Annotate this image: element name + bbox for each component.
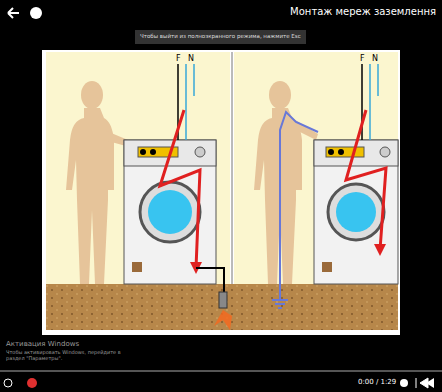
ground-symbol [272,300,288,308]
wire-label: F [176,54,181,63]
washer-left [124,140,216,284]
image-frame [42,50,400,335]
fault-current [160,110,200,268]
wire-label: F [360,54,365,63]
fault-current [346,110,386,250]
video-title: Монтаж мереж заземлення [290,6,436,18]
supply-wires [362,64,378,140]
fullscreen-notice: Чтобы выйти из полноэкранного режима, на… [140,33,301,39]
record-icon [27,378,37,388]
back-icon [8,8,19,18]
body-current [280,112,318,300]
watermark-title: Активация Windows [6,340,79,348]
notice-box [135,30,306,44]
rewind-icon [426,378,434,388]
earth-rod [219,292,227,308]
left-panel [46,52,230,284]
right-panel [234,52,398,284]
supply-wires [178,64,194,140]
ground [46,284,398,330]
watermark-note: Чтобы активировать Windows, перейдите в … [6,350,136,362]
time-display: 0:00 / 1:29 [358,378,396,386]
info-icon [30,7,42,19]
volume-icon [400,379,408,387]
wire-label: N [372,54,378,63]
progress-bar [0,370,442,372]
person-left [66,81,128,284]
wire-label: N [188,54,194,63]
washer-right [314,140,398,284]
spark [214,310,232,330]
arrow-head [374,244,386,256]
settings-icon [4,379,12,387]
